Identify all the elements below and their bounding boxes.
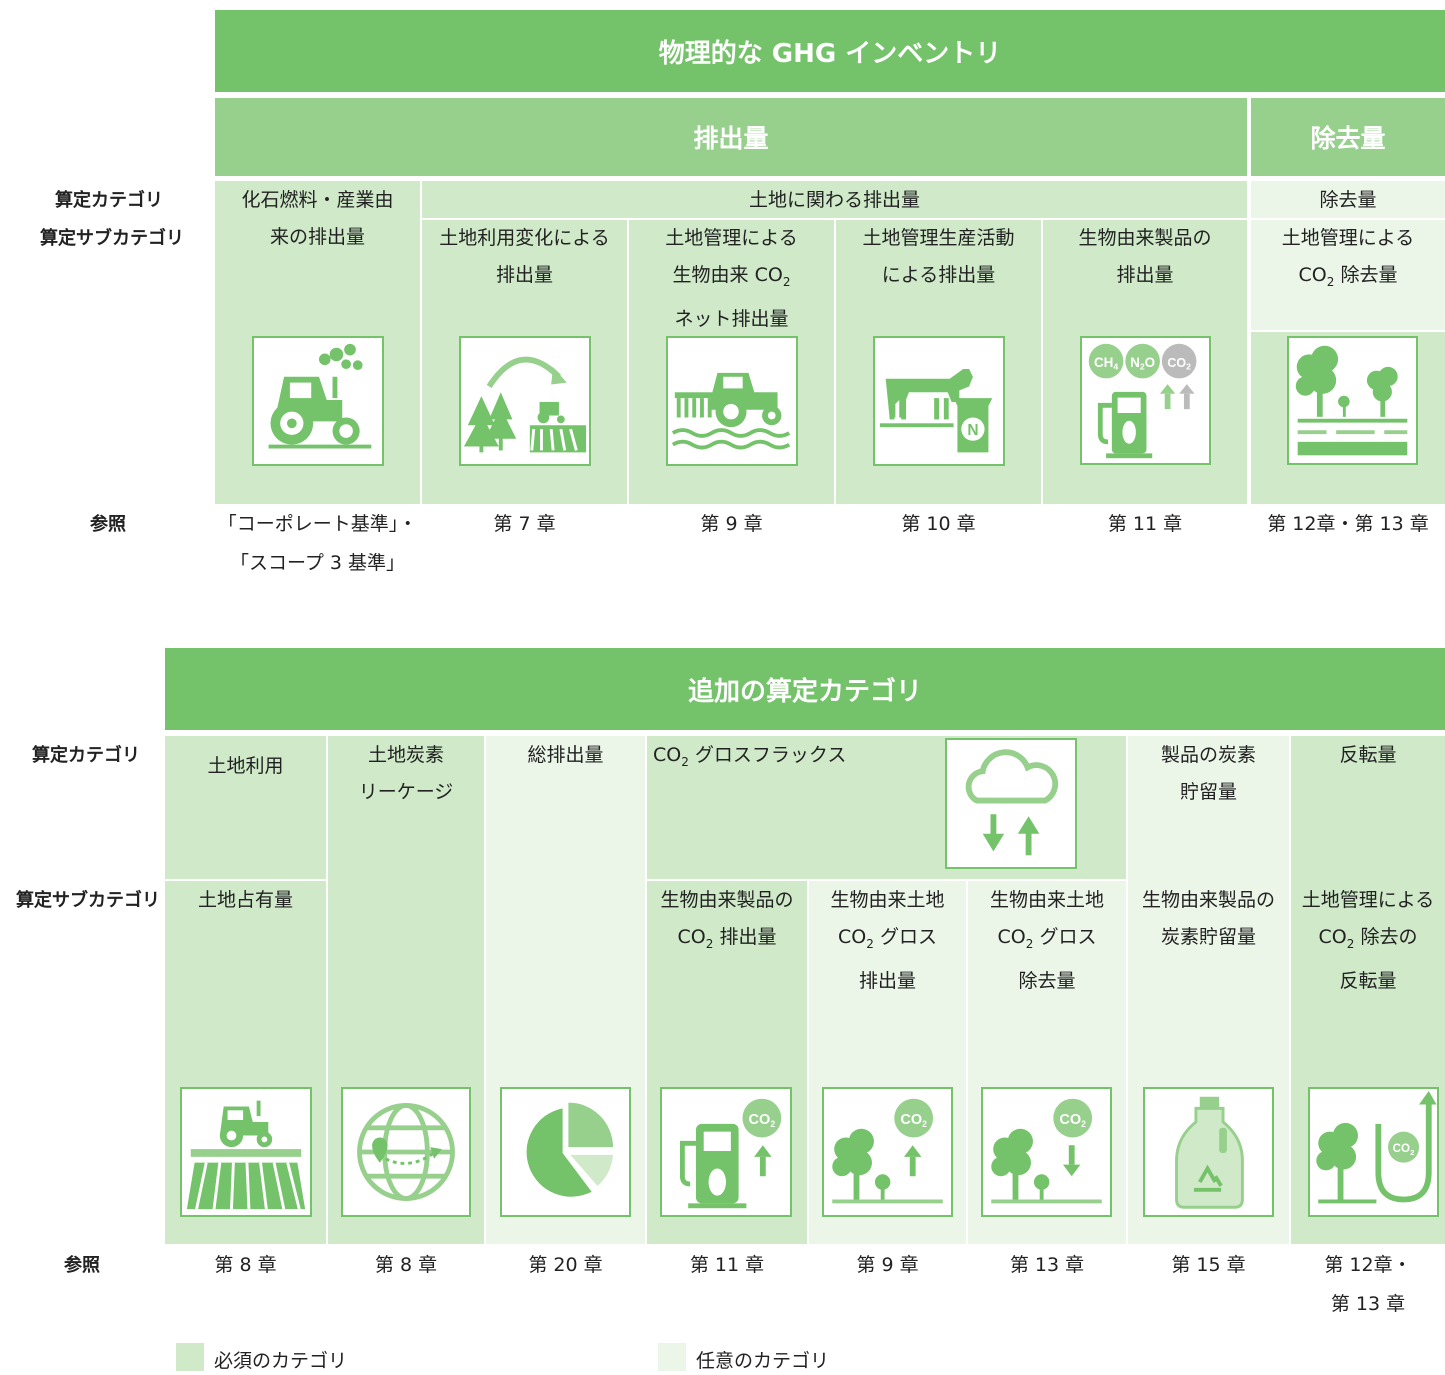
gross-flux-category: CO2 グロスフラックス (653, 744, 847, 769)
storage-category: 製品の炭素貯留量 (1160, 744, 1256, 803)
removal-category: 除去量 (1319, 189, 1377, 211)
production-subcategory: 土地管理生産活動による排出量 (862, 227, 1015, 286)
cow-fertilizer-icon: N (873, 336, 1005, 466)
top-subcategory-label: 算定サブカテゴリ (40, 228, 184, 249)
gross-removal-subcategory: 生物由来土地 CO2 グロス 除去量 (989, 889, 1104, 992)
removals-header: 除去量 (1251, 98, 1445, 176)
required-legend-label: 必須のカテゴリ (214, 1350, 348, 1372)
svg-text:CO2: CO2 (1059, 1112, 1086, 1129)
svg-text:CO2: CO2 (1167, 356, 1191, 372)
bio-product-co2-reference: 第 11 章 (689, 1254, 765, 1276)
tree-removal-icon: CO2 (981, 1087, 1112, 1217)
fossil-category: 化石燃料・産業由来の排出量 (241, 189, 394, 248)
luc-reference: 第 7 章 (493, 513, 556, 535)
bottom-subcategory-label: 算定サブカテゴリ (16, 890, 160, 911)
bottom-category-label: 算定カテゴリ (32, 745, 140, 766)
optional-legend-swatch (658, 1343, 686, 1371)
cloud-flux-icon (945, 738, 1077, 869)
svg-text:N2O: N2O (1130, 355, 1155, 372)
bio-co2-reference: 第 9 章 (700, 513, 763, 535)
land-emissions-category: 土地に関わる排出量 (748, 189, 920, 211)
optional-legend-label: 任意のカテゴリ (696, 1350, 830, 1372)
recycled-bottle-icon (1143, 1087, 1274, 1217)
land-emissions-band (422, 181, 1247, 218)
gross-removal-reference: 第 13 章 (1009, 1254, 1085, 1276)
biofuel-co2-icon: CO2 (660, 1087, 792, 1217)
luc-subcategory: 土地利用変化による排出量 (439, 227, 610, 286)
reversal-tree-icon: CO2 (1308, 1087, 1439, 1217)
storage-subcategory: 生物由来製品の炭素貯留量 (1141, 889, 1275, 948)
land-carbon-reference: 第 8 章 (374, 1254, 438, 1276)
removal-reference: 第 12章・第 13 章 (1267, 513, 1429, 535)
globe-leakage-icon (341, 1087, 471, 1217)
removal-subcategory: 土地管理による CO2 除去量 (1281, 227, 1415, 289)
land-use-change-icon (459, 336, 591, 466)
top-reference-label: 参照 (90, 514, 126, 535)
trees-removal-icon (1287, 336, 1418, 465)
fossil-reference: 「コーポレート基準」・「スコープ 3 基準」 (217, 513, 418, 574)
field-tractor-icon (180, 1087, 312, 1217)
land-use-category: 土地利用 (207, 755, 284, 777)
bottom-reference-label: 参照 (64, 1255, 100, 1276)
total-category: 総排出量 (527, 744, 604, 766)
additional-title: 追加の算定カテゴリ (165, 648, 1445, 730)
bio-co2-subcategory: 土地管理による 生物由来 CO2 ネット排出量 (665, 227, 798, 330)
gross-emission-subcategory: 生物由来土地 CO2 グロス 排出量 (830, 889, 945, 992)
svg-text:CO2: CO2 (749, 1112, 776, 1129)
reversal-reference: 第 12章・第 13 章 (1324, 1254, 1412, 1315)
production-reference: 第 10 章 (901, 513, 976, 535)
removal-cat-band (1251, 181, 1445, 218)
svg-text:CO2: CO2 (900, 1112, 927, 1129)
land-use-reference: 第 8 章 (214, 1254, 277, 1276)
bio-product-reference: 第 11 章 (1107, 513, 1183, 535)
reversal-category: 反転量 (1339, 744, 1397, 766)
biofuel-pump-icon: CH4 N2O CO2 (1080, 336, 1211, 465)
svg-text:CO2: CO2 (1393, 1142, 1415, 1157)
bio-product-subcategory: 生物由来製品の排出量 (1078, 227, 1212, 286)
tractor-icon (252, 336, 384, 466)
land-use-category-band (165, 736, 326, 879)
emissions-header: 排出量 (215, 98, 1247, 176)
pie-chart-icon (500, 1087, 631, 1217)
reversal-subcategory: 土地管理による CO2 除去の 反転量 (1301, 889, 1435, 992)
tillage-tractor-icon (666, 336, 798, 466)
removal-sub-band (1251, 220, 1445, 330)
storage-reference: 第 15 章 (1171, 1254, 1246, 1276)
required-legend-swatch (176, 1343, 204, 1371)
inventory-title: 物理的な GHG インベントリ (215, 10, 1445, 92)
land-occupation-subcategory: 土地占有量 (197, 889, 293, 911)
tree-emission-icon: CO2 (822, 1087, 953, 1217)
total-reference: 第 20 章 (528, 1254, 603, 1276)
bio-product-co2-subcategory: 生物由来製品の CO2 排出量 (660, 889, 794, 951)
svg-text:CH4: CH4 (1094, 355, 1118, 372)
fertilizer-letter: N (967, 422, 978, 439)
land-carbon-category: 土地炭素リーケージ (358, 744, 454, 803)
gross-emission-reference: 第 9 章 (856, 1254, 919, 1276)
top-category-label: 算定カテゴリ (55, 190, 163, 211)
